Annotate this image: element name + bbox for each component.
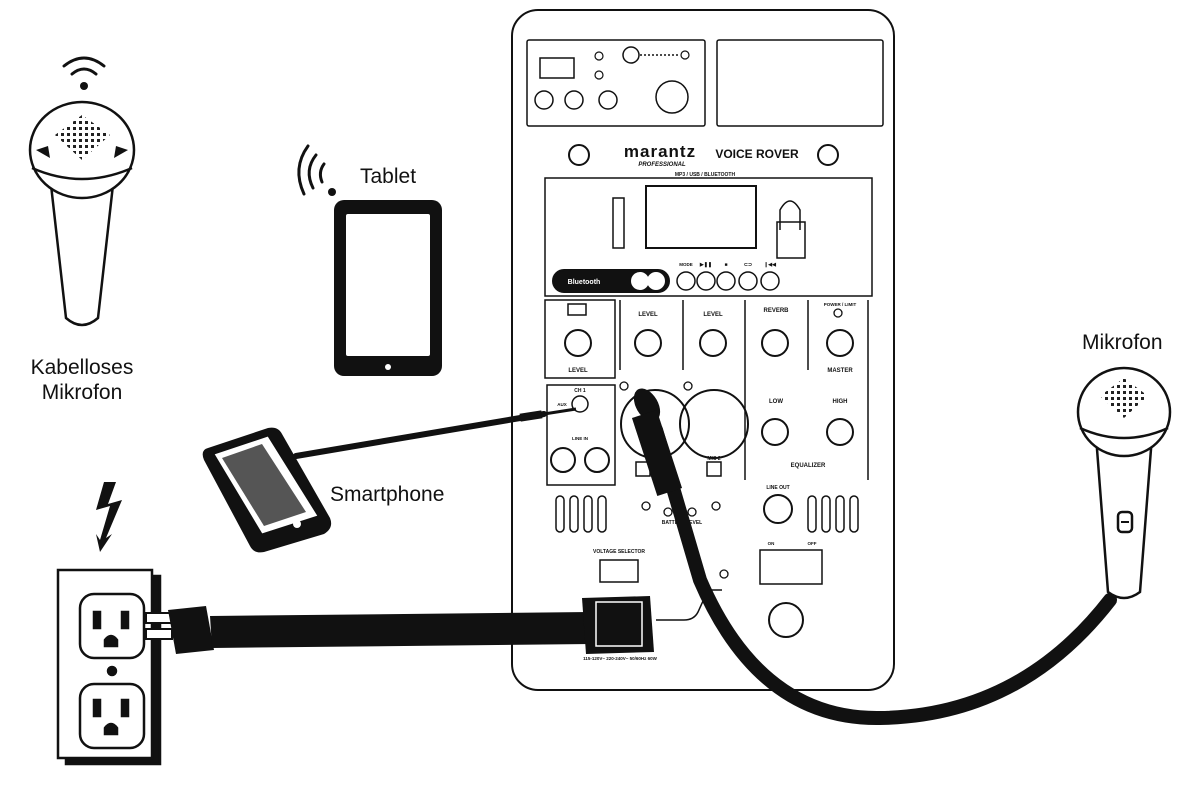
- brand-sub: PROFESSIONAL: [638, 162, 686, 168]
- brand-logo: marantz: [624, 142, 696, 161]
- switch-on-label: ON: [768, 541, 775, 546]
- mic2-combo-jack: [679, 389, 749, 459]
- level-label: LEVEL: [568, 368, 588, 374]
- transport-stop: ■: [724, 262, 727, 268]
- ch1-label: CH 1: [574, 388, 586, 394]
- wireless-receiver-module: [526, 39, 706, 127]
- aux-line-in-block: [546, 384, 616, 486]
- low-label: LOW: [769, 399, 783, 405]
- master-knob: [826, 329, 854, 357]
- wired-microphone: [1076, 366, 1172, 600]
- transport-repeat: ⊂⊃: [744, 262, 752, 268]
- tablet-wifi-icon: [297, 144, 336, 196]
- blank-module-panel: [716, 39, 884, 127]
- eq-low-knob: [761, 418, 789, 446]
- smartphone-label: Smartphone: [330, 483, 445, 506]
- electricity-icon: [96, 482, 122, 552]
- power-outlet: [56, 568, 162, 766]
- master-label: MASTER: [827, 368, 853, 374]
- mic-cable: [631, 388, 1117, 726]
- mic1-level-label: LEVEL: [638, 312, 658, 318]
- transport-mode: MODE: [679, 262, 693, 267]
- wireless-microphone: [28, 100, 136, 327]
- switch-off-label: OFF: [808, 541, 817, 546]
- usb-section-label: MP3 / USB / BLUETOOTH: [675, 172, 736, 178]
- line-in-right-jack: [584, 447, 610, 473]
- mic2-level-knob: [699, 329, 727, 357]
- mic2-level-label: LEVEL: [703, 312, 723, 318]
- transport-play: ▶❚❚: [699, 262, 712, 268]
- tablet-label: Tablet: [360, 165, 417, 188]
- tablet-device: [334, 200, 442, 376]
- smartphone-device: [202, 427, 332, 553]
- line-out-jack: [763, 494, 793, 524]
- left-vents: [555, 495, 607, 533]
- equalizer-label: EQUALIZER: [791, 463, 826, 469]
- speaker-panel: [511, 9, 895, 691]
- level-knob: [564, 329, 592, 357]
- voltage-label: VOLTAGE SELECTOR: [593, 549, 645, 555]
- aux-cable: [293, 407, 577, 459]
- mic-label: Mikrofon: [1082, 331, 1163, 354]
- line-in-left-jack: [550, 447, 576, 473]
- voltage-selector-switch: [599, 559, 639, 583]
- media-player-section: [544, 177, 873, 297]
- aux-jack: [571, 395, 589, 413]
- line-out-label: LINE OUT: [766, 485, 789, 491]
- eq-high-knob: [826, 418, 854, 446]
- power-led-label: POWER / LIMIT: [824, 302, 857, 307]
- mic2-label: MIC 2: [707, 456, 721, 462]
- aux-label: AUX: [557, 402, 567, 407]
- display-window: [645, 185, 757, 249]
- wireless-mic-label: Kabelloses Mikrofon: [30, 356, 134, 404]
- ac-input-label: 115-120V~ 220-240V~ 50/60Hz 60W: [583, 656, 658, 661]
- right-vents: [807, 495, 859, 533]
- power-switch: [759, 549, 823, 585]
- model-name: VOICE ROVER: [715, 147, 799, 161]
- bluetooth-label: Bluetooth: [568, 279, 601, 286]
- line-in-label: LINE IN: [572, 436, 588, 441]
- dc-input-jack: [768, 602, 804, 638]
- transport-prev: ❙◀◀: [764, 262, 776, 268]
- mic1-level-knob: [634, 329, 662, 357]
- power-cable: [145, 596, 654, 654]
- high-label: HIGH: [833, 399, 848, 405]
- reverb-label: REVERB: [763, 308, 789, 314]
- reverb-knob: [761, 329, 789, 357]
- device-text: marantz PROFESSIONAL VOICE ROVER MP3 / U…: [557, 142, 856, 661]
- wifi-icon: [62, 56, 106, 90]
